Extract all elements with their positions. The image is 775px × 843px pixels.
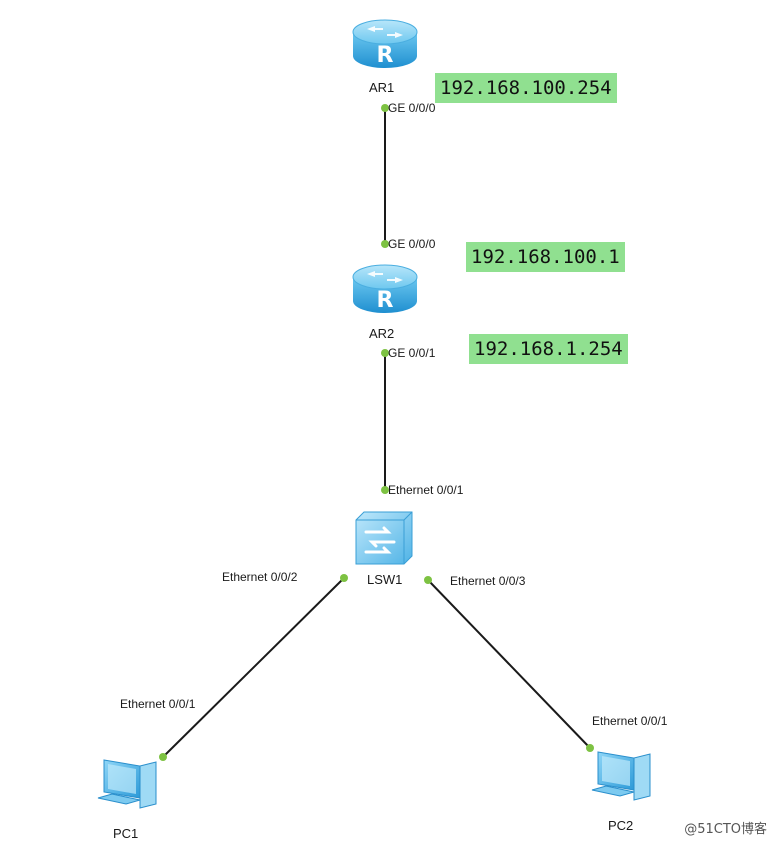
port-dot-ar1-ge000 bbox=[381, 104, 389, 112]
ip-label-ar1: 192.168.100.254 bbox=[435, 73, 617, 103]
port-dot-lsw1-e001 bbox=[381, 486, 389, 494]
port-label-ar2-ge000: GE 0/0/0 bbox=[388, 237, 436, 251]
ip-label-ar2-down: 192.168.1.254 bbox=[469, 334, 628, 364]
port-dot-pc2-e001 bbox=[586, 744, 594, 752]
pc-icon[interactable] bbox=[591, 751, 651, 801]
port-label-lsw1-e001: Ethernet 0/0/1 bbox=[388, 483, 464, 497]
device-label-ar2: AR2 bbox=[369, 326, 395, 341]
port-dot-pc1-e001 bbox=[159, 753, 167, 761]
port-label-ar1-ge000: GE 0/0/0 bbox=[388, 101, 436, 115]
device-label-pc1: PC1 bbox=[113, 826, 139, 841]
device-label-pc2: PC2 bbox=[608, 818, 634, 833]
device-label-ar1: AR1 bbox=[369, 80, 395, 95]
port-label-ar2-ge001: GE 0/0/1 bbox=[388, 346, 436, 360]
port-dot-lsw1-e003 bbox=[424, 576, 432, 584]
device-label-lsw1: LSW1 bbox=[367, 572, 403, 587]
ip-label-ar2-up: 192.168.100.1 bbox=[466, 242, 625, 272]
port-dot-lsw1-e002 bbox=[340, 574, 348, 582]
svg-text:R: R bbox=[377, 288, 394, 313]
port-label-pc2-e001: Ethernet 0/0/1 bbox=[592, 714, 668, 728]
svg-text:R: R bbox=[377, 43, 394, 68]
port-dot-ar2-ge000 bbox=[381, 240, 389, 248]
watermark: @51CTO博客 bbox=[684, 822, 767, 837]
port-label-lsw1-e003: Ethernet 0/0/3 bbox=[450, 574, 526, 588]
link-lsw1-pc1[interactable] bbox=[162, 577, 345, 758]
port-label-pc1-e001: Ethernet 0/0/1 bbox=[120, 697, 196, 711]
router-icon[interactable]: R bbox=[352, 19, 418, 68]
port-dot-ar2-ge001 bbox=[381, 349, 389, 357]
pc-icon[interactable] bbox=[97, 759, 157, 809]
switch-icon[interactable] bbox=[355, 511, 413, 565]
port-label-lsw1-e002: Ethernet 0/0/2 bbox=[222, 570, 298, 584]
link-lsw1-pc2[interactable] bbox=[427, 579, 591, 749]
router-icon[interactable]: R bbox=[352, 264, 418, 313]
